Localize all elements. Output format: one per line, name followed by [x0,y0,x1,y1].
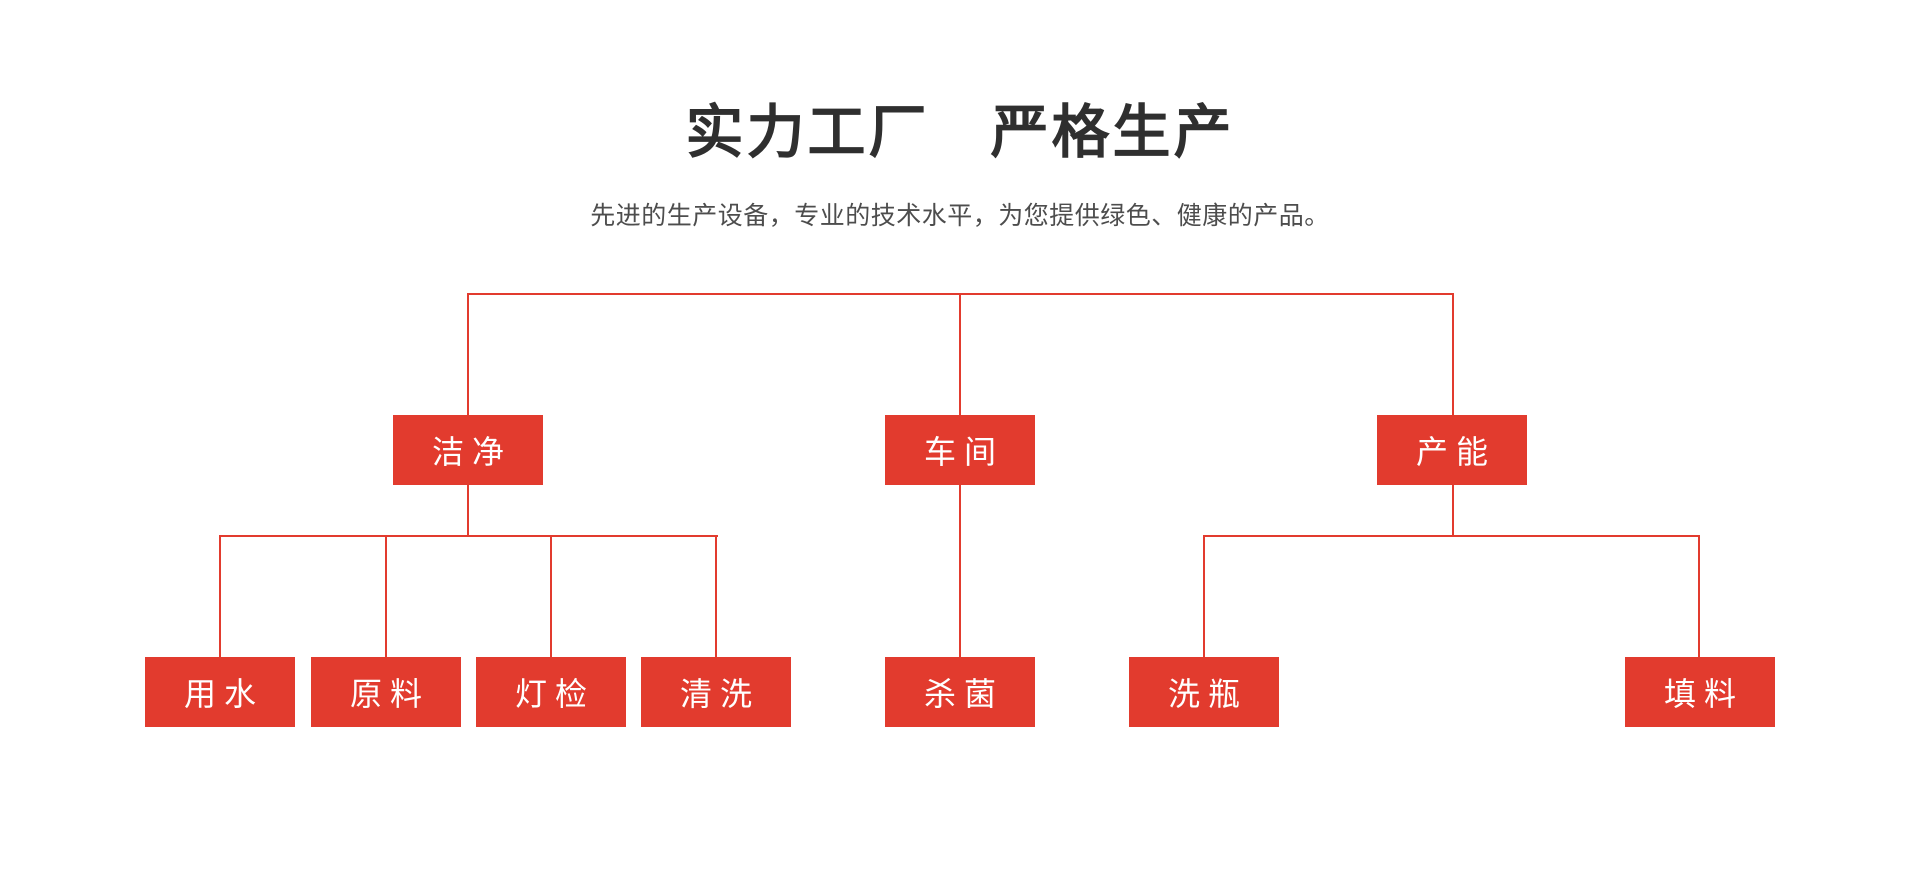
connector-to-water [219,535,221,657]
page-subtitle: 先进的生产设备，专业的技术水平，为您提供绿色、健康的产品。 [590,202,1330,230]
node-bottle-washing: 洗瓶 [1129,657,1279,727]
node-clean: 洁净 [393,415,543,485]
connector-to-bottle-washing [1203,535,1205,657]
connector-to-washing [715,535,717,657]
connector-clean-drop [467,485,469,535]
connector-to-light-inspection [550,535,552,657]
connector-to-filling [1698,535,1700,657]
node-raw-material: 原料 [311,657,461,727]
connector-top-to-capacity [1452,293,1454,415]
connector-top-to-workshop [959,293,961,415]
connector-capacity-horizontal [1203,535,1700,537]
node-filling: 填料 [1625,657,1775,727]
connector-capacity-drop [1452,485,1454,535]
node-capacity: 产能 [1377,415,1527,485]
connector-to-sterilization [959,485,961,657]
node-washing: 清洗 [641,657,791,727]
node-light-inspection: 灯检 [476,657,626,727]
page-title: 实力工厂 严格生产 [685,100,1235,165]
connector-top-to-clean [467,293,469,415]
connector-to-raw-material [385,535,387,657]
connector-clean-horizontal [219,535,718,537]
node-sterilization: 杀菌 [885,657,1035,727]
node-workshop: 车间 [885,415,1035,485]
node-water: 用水 [145,657,295,727]
